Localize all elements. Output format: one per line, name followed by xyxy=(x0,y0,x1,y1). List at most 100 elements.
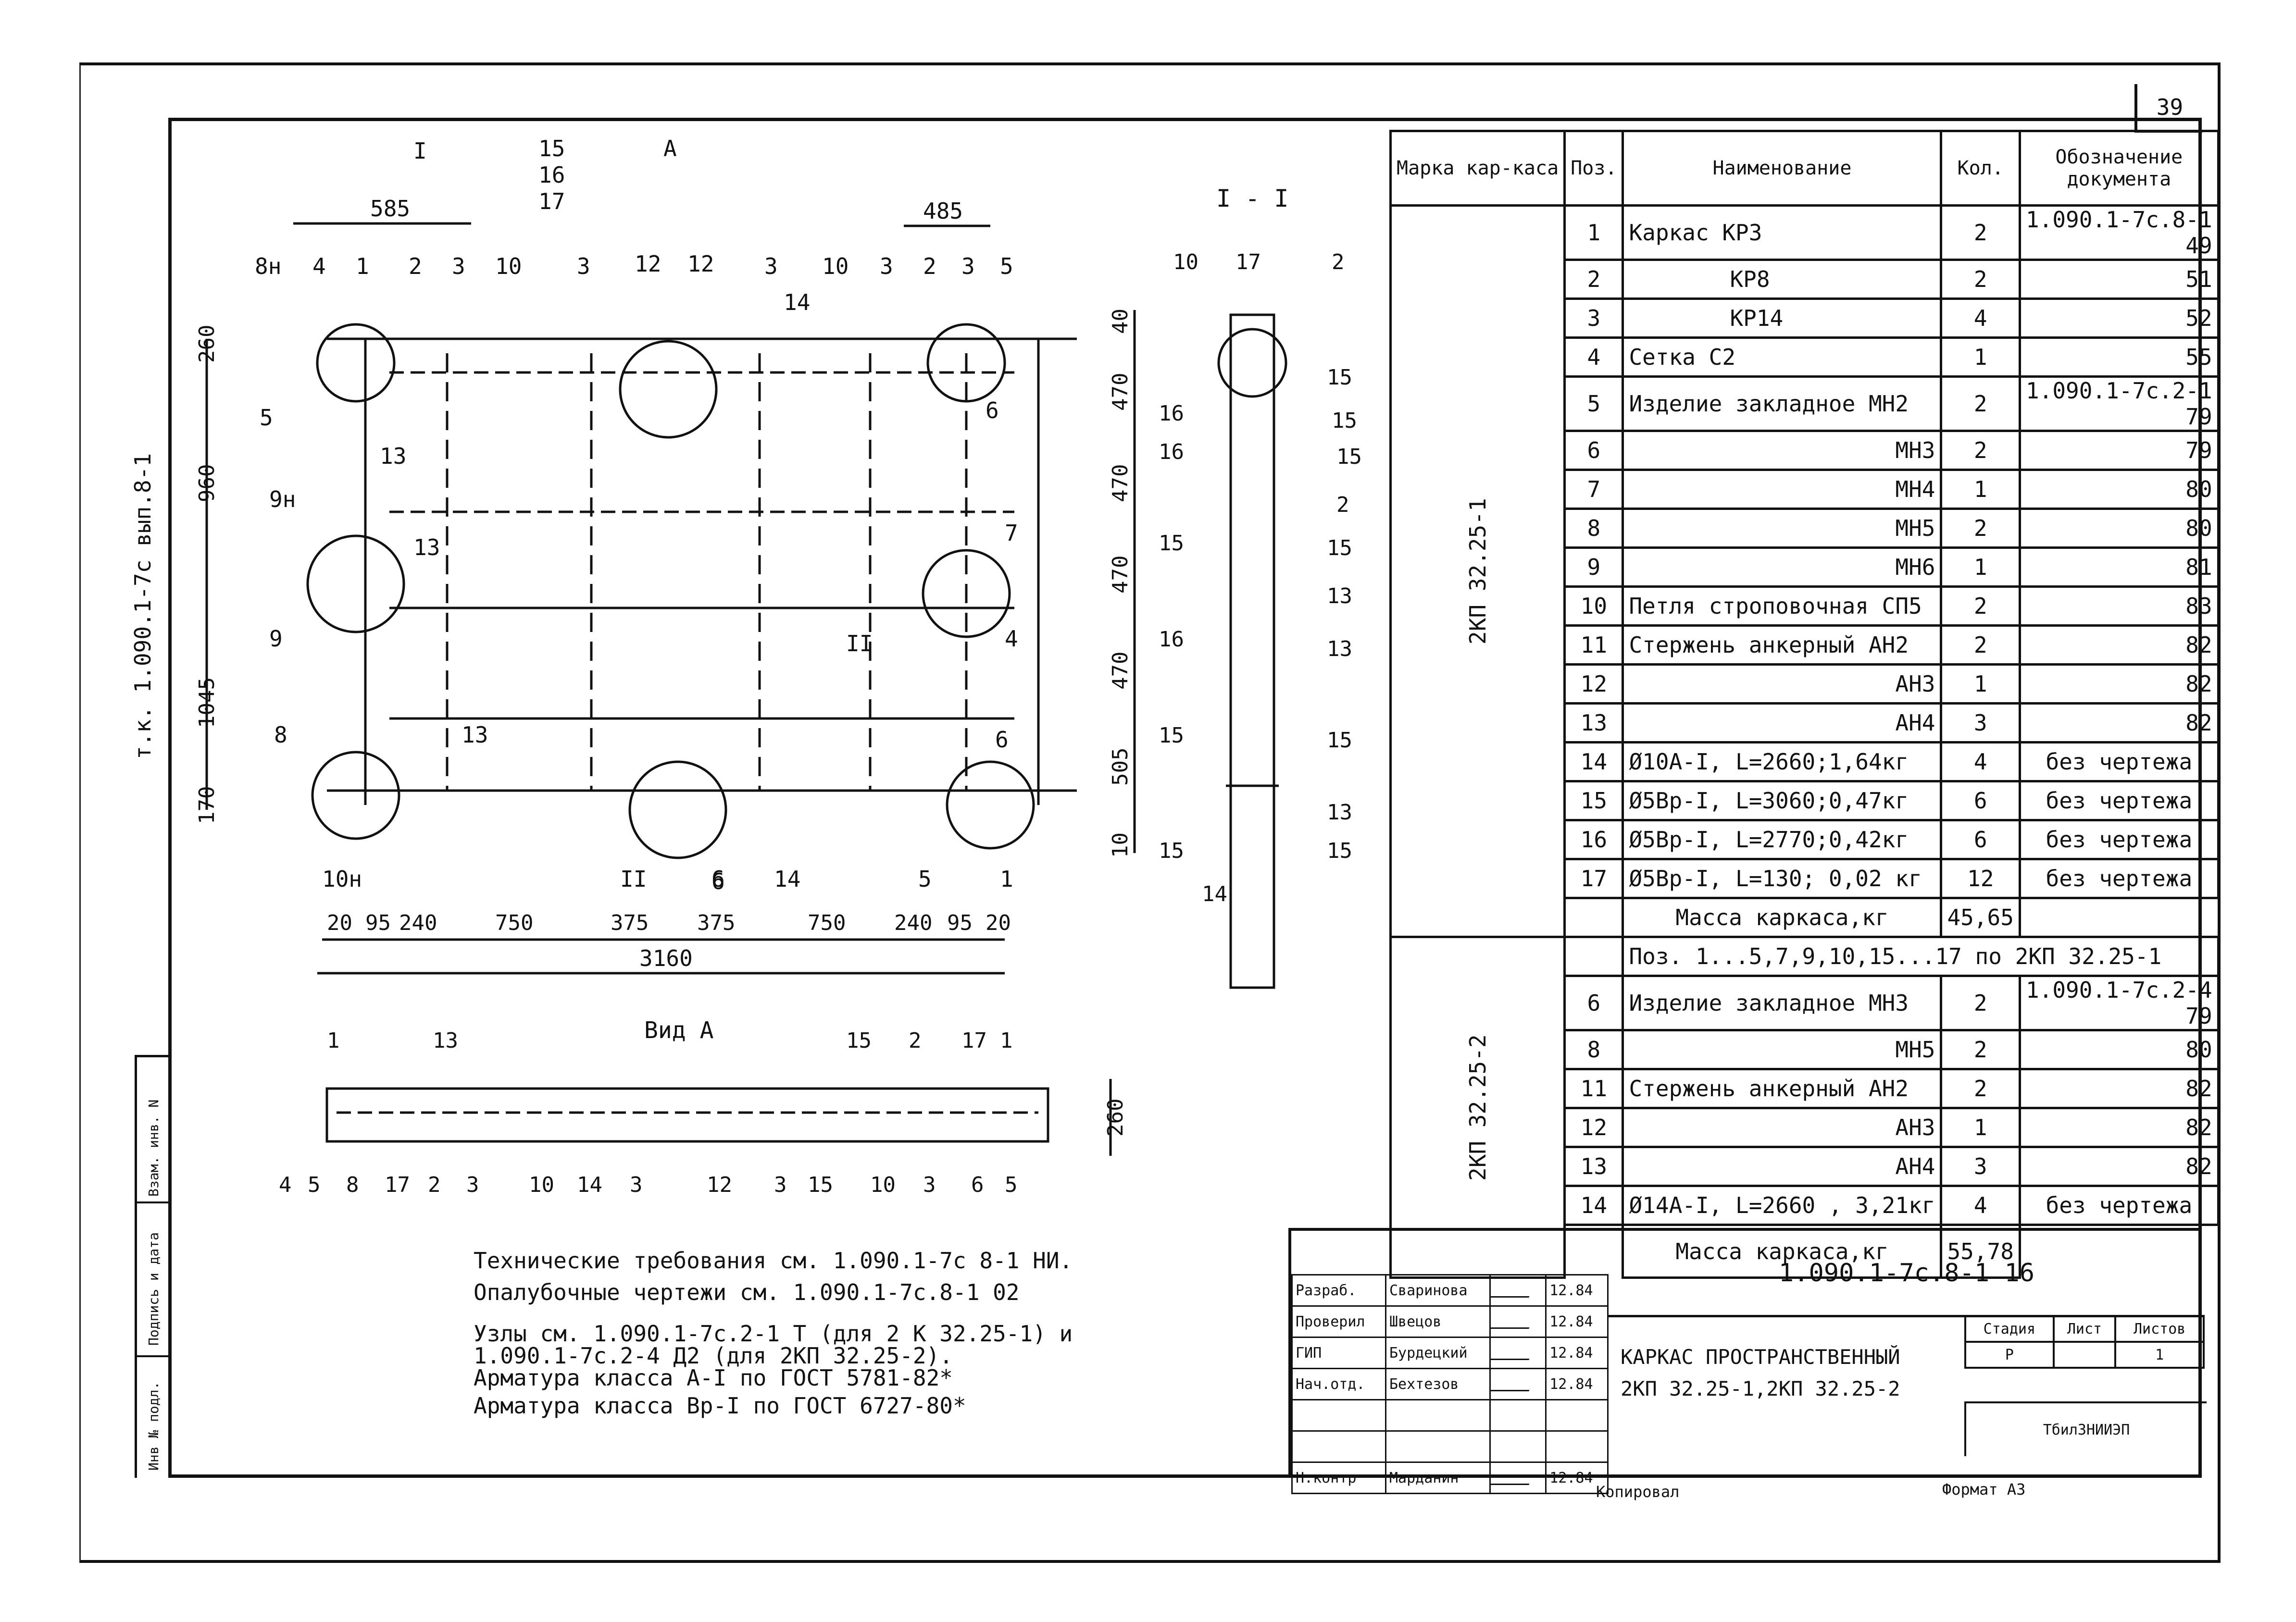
callout-13a: 13 xyxy=(380,443,406,469)
section-callout-15a: 15 xyxy=(1159,531,1184,556)
section-callout-13c: 13 xyxy=(1327,800,1352,825)
table-row: 5 Изделие закладное МН2 2 1.090.1-7с.2-1… xyxy=(1391,375,2220,432)
bottom-dim-20a: 20 xyxy=(327,911,352,935)
cell-pos: 15 xyxy=(1563,780,1624,821)
cell-pos: 6 xyxy=(1563,430,1624,471)
cell-pos: 4 xyxy=(1563,336,1624,378)
right-dim-470a: 470 xyxy=(1108,373,1133,411)
cell-pos: 6 xyxy=(1563,975,1624,1031)
cell-page: 79 xyxy=(2018,430,2220,471)
cell-name: КР14 xyxy=(1622,297,1943,339)
cell-page: 80 xyxy=(2018,508,2220,549)
cell-qty: 4 xyxy=(1940,297,2021,339)
left-dim-960: 960 xyxy=(195,464,219,502)
cell-name: МН3 xyxy=(1622,430,1943,471)
cell-doc: 1.090.1-7с.8-1 49 xyxy=(2018,204,2220,261)
bottom-dim-375a: 375 xyxy=(611,911,649,935)
stamp-inv-label: Инв № подл. xyxy=(146,1381,162,1471)
cell-page: 81 xyxy=(2018,546,2220,588)
callout-12a: 12 xyxy=(635,251,661,277)
section-callout-2a: 2 xyxy=(1332,250,1345,274)
bottom-callout-14: 14 xyxy=(774,866,800,892)
cell-qty: 6 xyxy=(1940,819,2021,860)
cell-name: Каркас КР3 xyxy=(1622,204,1943,261)
cell-qty: 2 xyxy=(1940,375,2021,432)
view-a-bottom-3c: 3 xyxy=(774,1173,787,1197)
overall-dim: 3160 xyxy=(639,945,693,971)
callout-14: 14 xyxy=(784,289,810,315)
footer-format: Формат А3 xyxy=(1942,1480,2026,1498)
section-callout-17: 17 xyxy=(1235,250,1261,274)
cell-doc: 1.090.1-7с.2-1 79 xyxy=(2018,375,2220,432)
cell-page: 52 xyxy=(2018,297,2220,339)
right-callout-4: 4 xyxy=(1005,626,1018,652)
cell-page: 82 xyxy=(2018,1068,2220,1109)
sheets-value: 1 xyxy=(2114,1341,2205,1369)
cell-page: 82 xyxy=(2018,624,2220,666)
table-row: 15 Ø5Вр-I, L=3060;0,47кг 6 без чертежа xyxy=(1391,780,2220,821)
mass-row: Масса каркаса,кг 45,65 xyxy=(1391,897,2219,938)
table-row: 8 МН5 2 80 xyxy=(1391,1029,2220,1070)
cell-page: 83 xyxy=(2018,585,2220,627)
cell-pos: 12 xyxy=(1563,1107,1624,1148)
callout-3e: 3 xyxy=(961,253,975,279)
cell-pos: 11 xyxy=(1563,1068,1624,1109)
cell-name: Ø10А-I, L=2660;1,64кг xyxy=(1622,741,1943,782)
section-callout-15c: 15 xyxy=(1159,839,1184,863)
cell-pos: 12 xyxy=(1563,663,1624,705)
group2-mark: 2КП 32.25-2 xyxy=(1390,937,1565,1278)
mass-label: Масса каркаса,кг xyxy=(1622,1224,1943,1279)
bottom-callout-10n: 10н xyxy=(322,866,362,892)
table-row: 6 МН3 2 79 xyxy=(1391,430,2220,471)
callout-10b: 10 xyxy=(822,253,849,279)
section-callout-13b: 13 xyxy=(1327,637,1352,661)
cell-pos: 2 xyxy=(1563,259,1624,300)
bottom-callout-5: 5 xyxy=(918,866,932,892)
cell-pos: 5 xyxy=(1563,375,1624,432)
section-callout-2b: 2 xyxy=(1336,493,1349,517)
view-a-bottom-3d: 3 xyxy=(923,1173,936,1197)
cell-pos: 16 xyxy=(1563,819,1624,860)
cell-qty: 2 xyxy=(1940,1029,2021,1070)
table-row: 14 Ø10А-I, L=2660;1,64кг 4 без чертежа xyxy=(1391,741,2220,782)
right-dim-10: 10 xyxy=(1108,832,1133,858)
cell-page: 80 xyxy=(2018,1029,2220,1070)
cell-qty: 1 xyxy=(1940,546,2021,588)
callout-5: 5 xyxy=(1000,253,1013,279)
signature-icon xyxy=(1490,1467,1535,1485)
stage-table: Стадия Лист Листов Р 1 xyxy=(1964,1315,2205,1369)
view-a-title: Вид А xyxy=(644,1017,714,1044)
cell-qty: 2 xyxy=(1940,624,2021,666)
right-callout-6c: 6 xyxy=(711,866,725,892)
note-line: Арматура класса А-I по ГОСТ 5781-82* xyxy=(474,1365,953,1391)
spec-header-row: Марка кар-каса Поз. Наименование Кол. Об… xyxy=(1389,130,2220,207)
table-row: 13 АН4 3 82 xyxy=(1391,1146,2220,1187)
spec-header-qty: Кол. xyxy=(1940,130,2021,207)
bottom-dim-240b: 240 xyxy=(894,911,932,935)
section-callout-15g: 15 xyxy=(1327,536,1352,560)
cell-page: 55 xyxy=(2018,336,2220,378)
callout-4: 4 xyxy=(312,253,326,279)
left-callout-9n: 9н xyxy=(269,486,296,512)
cell-page: 82 xyxy=(2018,1107,2220,1148)
section-callout-15b: 15 xyxy=(1159,723,1184,748)
sheets-header: Листов xyxy=(2114,1315,2205,1343)
document-code: 1.090.1-7с.8-1 16 xyxy=(1609,1231,2205,1317)
cell-qty: 2 xyxy=(1940,975,2021,1031)
cell-doc: без чертежа xyxy=(2018,780,2220,821)
table-row: 9 МН6 1 81 xyxy=(1391,546,2220,588)
cell-pos: 9 xyxy=(1563,546,1624,588)
right-callout-7: 7 xyxy=(1005,520,1018,546)
group2-note-row: 2КП 32.25-2 Поз. 1...5,7,9,10,15...17 по… xyxy=(1390,936,2220,1278)
view-a-bottom-12: 12 xyxy=(707,1173,732,1197)
right-dim-40: 40 xyxy=(1108,309,1133,334)
spec-header-pos: Поз. xyxy=(1563,130,1624,207)
cell-pos: 14 xyxy=(1563,1185,1624,1226)
table-row: 12 АН3 1 82 xyxy=(1391,1107,2220,1148)
right-callout-II: II xyxy=(846,631,873,656)
right-dim-470c: 470 xyxy=(1108,556,1133,594)
section-mark-I: I xyxy=(413,138,427,164)
